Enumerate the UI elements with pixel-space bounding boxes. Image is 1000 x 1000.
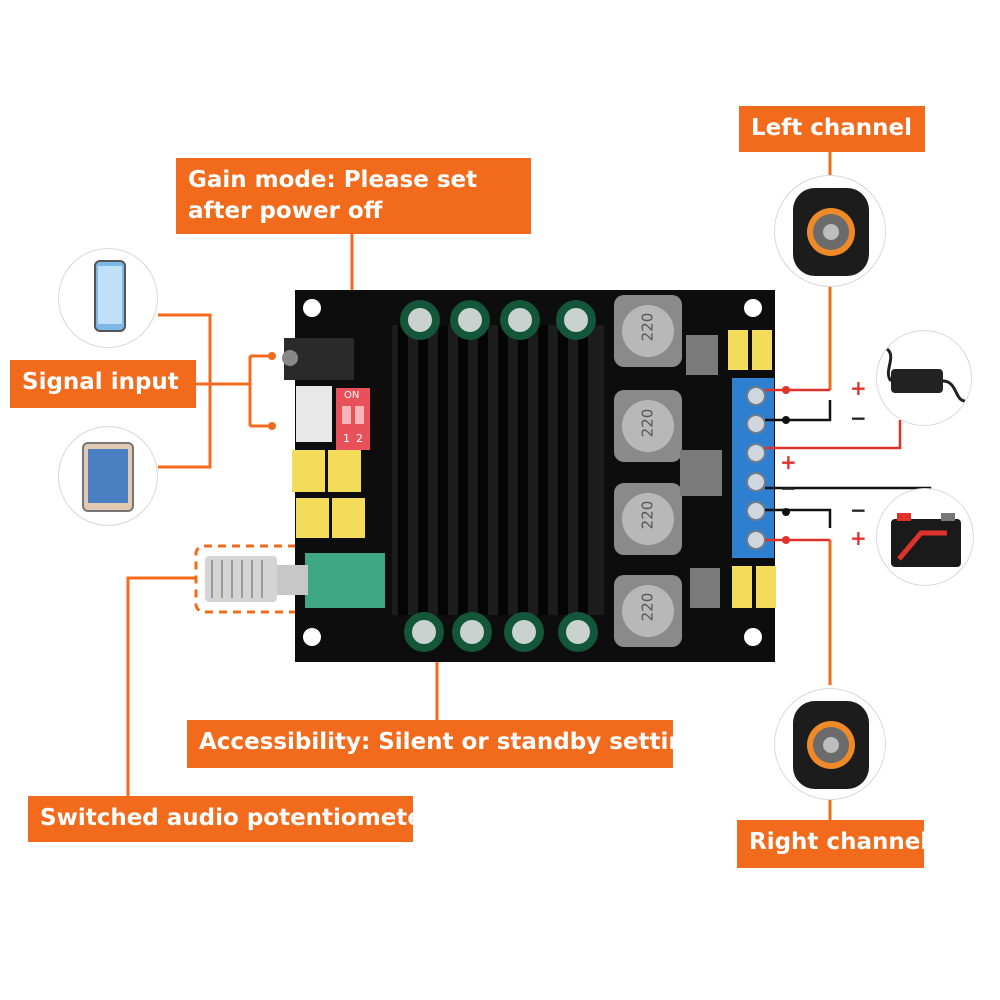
- gain-mode-label: Gain mode: Please set after power off: [176, 158, 531, 234]
- heatsink-fins: [398, 325, 588, 615]
- potentiometer-leader: [126, 576, 196, 800]
- inductor-marking: 220: [638, 592, 657, 622]
- tablet-icon: [82, 442, 134, 512]
- power-adapter-icon: [885, 347, 966, 403]
- left-channel-label: Left channel: [739, 106, 925, 152]
- signal-input-dot-top: [268, 352, 276, 360]
- power-plus: +: [780, 450, 797, 474]
- dip-on-text: ON: [344, 390, 360, 401]
- left-channel-minus: −: [850, 406, 867, 430]
- right-channel-label: Right channel: [737, 820, 928, 868]
- battery-icon: [891, 513, 961, 567]
- accessibility-label: Accessibility: Silent or standby setting…: [187, 720, 715, 768]
- mount-hole: [303, 299, 321, 317]
- power-minus: −: [780, 476, 797, 500]
- signal-input-label: Signal input: [10, 360, 196, 408]
- dip-1-text: 1: [343, 432, 350, 445]
- phone-icon: [94, 260, 126, 332]
- phone-device: [58, 248, 158, 348]
- right-speaker: [774, 688, 886, 800]
- mount-hole: [744, 628, 762, 646]
- amplifier-board: [205, 290, 776, 662]
- signal-input-dot-bottom: [268, 422, 276, 430]
- terminal-block: [732, 378, 774, 558]
- film-capacitors-left: [292, 450, 365, 538]
- tablet-device: [58, 426, 158, 526]
- right-channel-plus: +: [850, 526, 867, 550]
- capacitors-top: [400, 300, 596, 340]
- potentiometer-label: Switched audio potentiometer: [28, 796, 434, 842]
- left-channel-plus: +: [850, 376, 867, 400]
- ic-chip: [680, 450, 722, 496]
- right-channel-minus: −: [850, 498, 867, 522]
- left-speaker: [774, 175, 886, 287]
- potentiometer-highlight: [194, 544, 328, 614]
- mount-hole: [303, 628, 321, 646]
- dip-2-text: 2: [356, 432, 363, 445]
- signal-input-leader-bottom: [158, 384, 212, 469]
- potentiometer-shaft: [276, 565, 308, 595]
- ic-chip: [690, 568, 720, 608]
- potentiometer-body: [305, 553, 385, 608]
- power-wire-red: [765, 420, 902, 450]
- dip-switch: [336, 388, 370, 450]
- speaker-icon: [793, 188, 869, 276]
- ic-chip: [686, 335, 718, 375]
- inductor-marking: 220: [638, 312, 657, 342]
- inductor-marking: 220: [638, 408, 657, 438]
- car-battery: [876, 488, 974, 586]
- speaker-icon: [793, 701, 869, 789]
- inductors: [614, 295, 682, 647]
- signal-input-leader-top: [158, 313, 212, 384]
- connector-lines: [126, 152, 832, 820]
- capacitors-bottom: [404, 612, 598, 652]
- film-capacitors-right: [728, 330, 776, 608]
- input-connector: [296, 386, 332, 442]
- terminal-screws: [746, 386, 766, 550]
- power-adapter: [876, 330, 972, 426]
- inductor-marking: 220: [638, 500, 657, 530]
- mount-hole: [744, 299, 762, 317]
